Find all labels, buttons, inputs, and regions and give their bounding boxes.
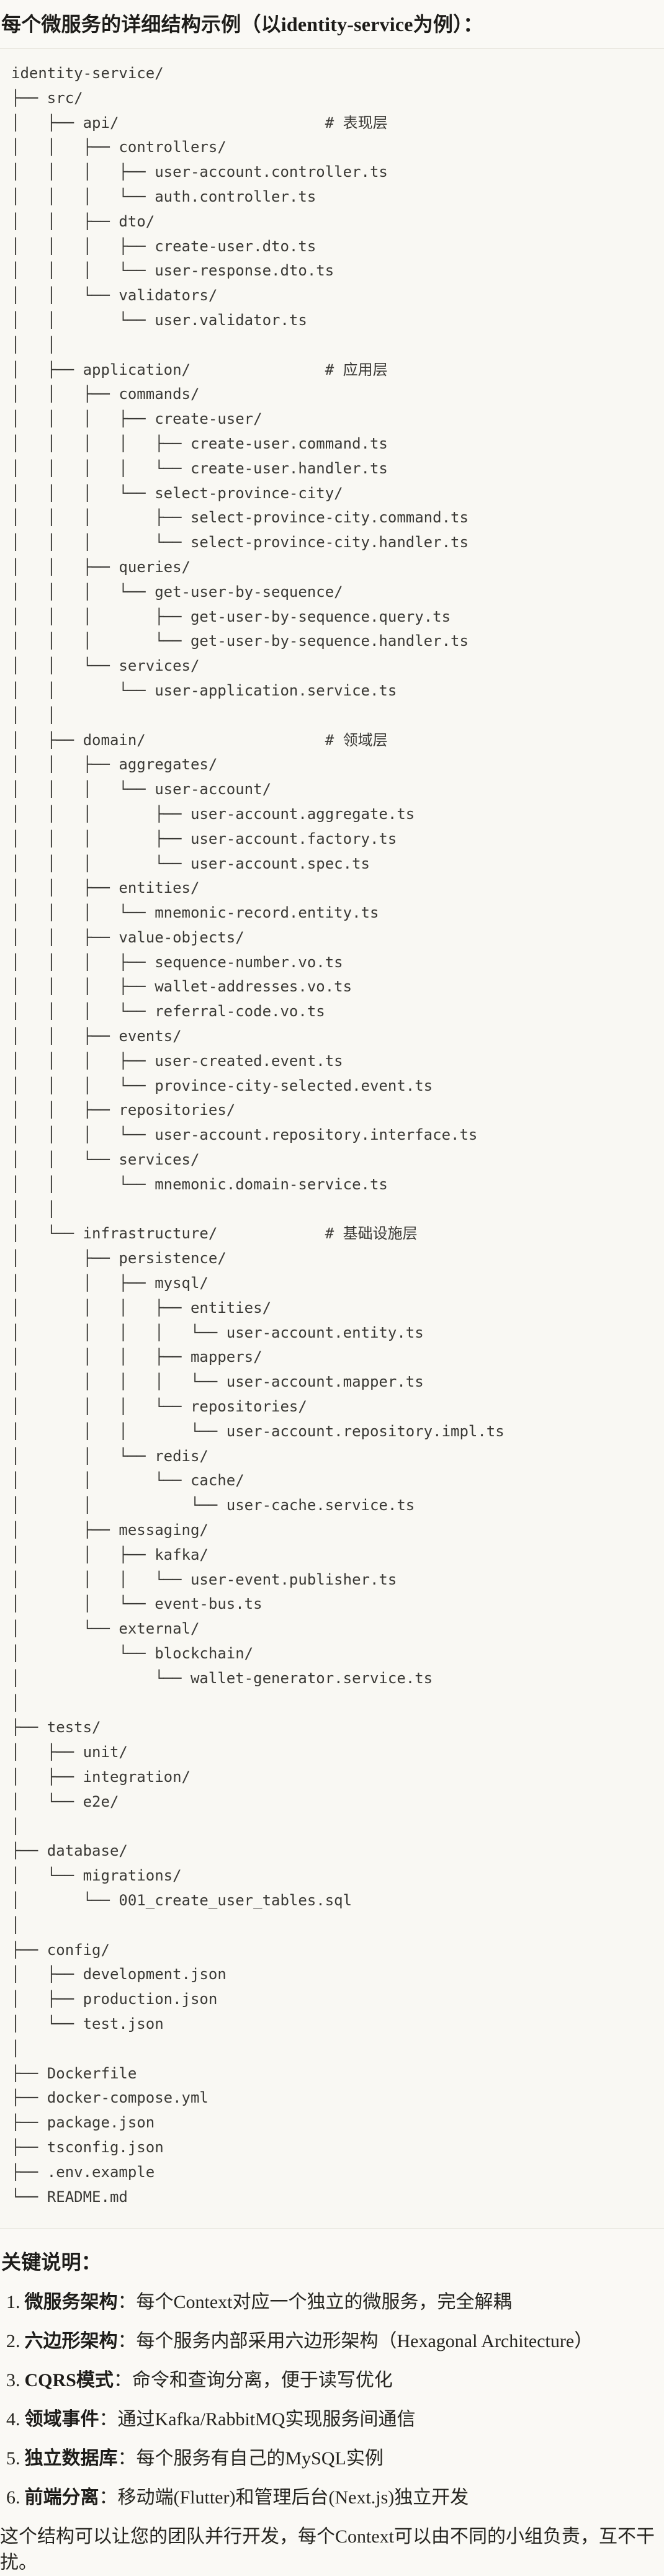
page-title: 每个微服务的详细结构示例（以identity-service为例）： <box>1 13 483 35</box>
list-item-cqrs-pattern: 3.CQRS模式：命令和查询分离，便于读写优化 <box>6 2368 664 2394</box>
list-item-term: 六边形架构 <box>24 2331 118 2352</box>
list-item-number: 5. <box>6 2448 20 2469</box>
list-item-independent-database: 5.独立数据库：每个服务有自己的MySQL实例 <box>6 2446 664 2472</box>
list-item-number: 3. <box>6 2370 20 2391</box>
list-item-microservice-architecture: 1.微服务架构：每个Context对应一个独立的微服务，完全解耦 <box>6 2289 664 2315</box>
list-item-term: 领域事件 <box>24 2409 99 2430</box>
list-item-term: 前端分离 <box>24 2487 99 2508</box>
list-item-number: 1. <box>6 2292 20 2313</box>
list-item-term: 独立数据库 <box>24 2448 118 2469</box>
notes-heading: 关键说明： <box>1 2251 102 2274</box>
list-item-hexagonal-architecture: 2.六边形架构：每个服务内部采用六边形架构（Hexagonal Architec… <box>6 2328 664 2355</box>
list-item-description: ：通过Kafka/RabbitMQ实现服务间通信 <box>99 2409 416 2430</box>
list-item-description: ：每个服务内部采用六边形架构（Hexagonal Architecture） <box>117 2331 593 2352</box>
list-item-number: 4. <box>6 2409 20 2430</box>
list-item-term: 微服务架构 <box>24 2292 118 2313</box>
list-item-number: 2. <box>6 2331 20 2352</box>
list-item-description: ：每个Context对应一个独立的微服务，完全解耦 <box>117 2292 512 2313</box>
closing-paragraph: 这个结构可以让您的团队并行开发，每个Context可以由不同的小组负责，互不干扰… <box>0 2526 655 2574</box>
directory-tree: identity-service/ ├── src/ │ ├── api/ # … <box>11 65 505 2206</box>
list-item-term: CQRS模式 <box>24 2370 114 2391</box>
list-item-description: ：移动端(Flutter)和管理后台(Next.js)独立开发 <box>99 2487 469 2508</box>
list-item-frontend-separation: 6.前端分离：移动端(Flutter)和管理后台(Next.js)独立开发 <box>6 2485 664 2511</box>
list-item-description: ：命令和查询分离，便于读写优化 <box>113 2370 393 2391</box>
code-block: identity-service/ ├── src/ │ ├── api/ # … <box>0 48 664 2229</box>
list-item-domain-events: 4.领域事件：通过Kafka/RabbitMQ实现服务间通信 <box>6 2407 664 2433</box>
list-item-number: 6. <box>6 2487 20 2508</box>
notes-list: 1.微服务架构：每个Context对应一个独立的微服务，完全解耦 2.六边形架构… <box>6 2289 664 2511</box>
list-item-description: ：每个服务有自己的MySQL实例 <box>117 2448 384 2469</box>
